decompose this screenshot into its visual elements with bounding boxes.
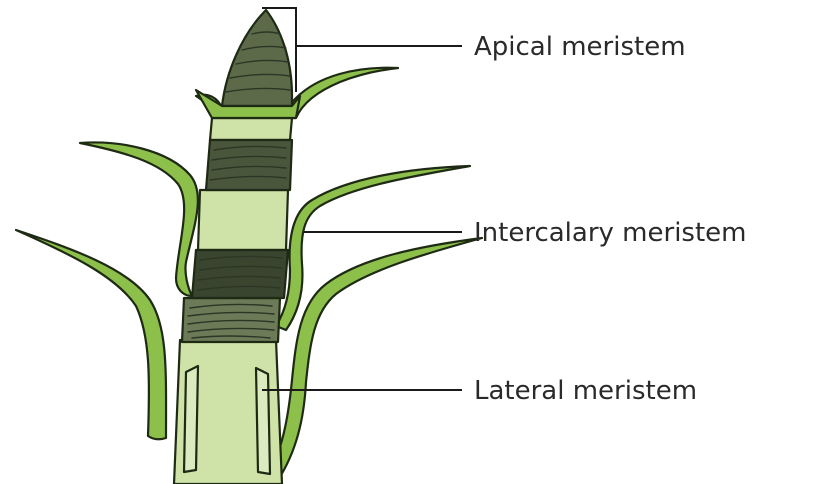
leaf-upper-left — [80, 142, 198, 296]
apical-meristem-label: Apical meristem — [474, 32, 686, 62]
lateral-strand-right — [256, 368, 270, 474]
lateral-strand-left — [184, 366, 198, 472]
leaf-lower-left — [16, 230, 166, 439]
intercalary-meristem-label: Intercalary meristem — [474, 218, 746, 248]
labels: Apical meristem Intercalary meristem Lat… — [474, 32, 746, 406]
leaf-top-right — [286, 68, 398, 118]
internode-middle — [198, 190, 288, 250]
lateral-meristem-label: Lateral meristem — [474, 376, 697, 406]
internode-upper — [210, 118, 292, 140]
stem — [174, 10, 300, 484]
leader-lines — [262, 8, 462, 390]
